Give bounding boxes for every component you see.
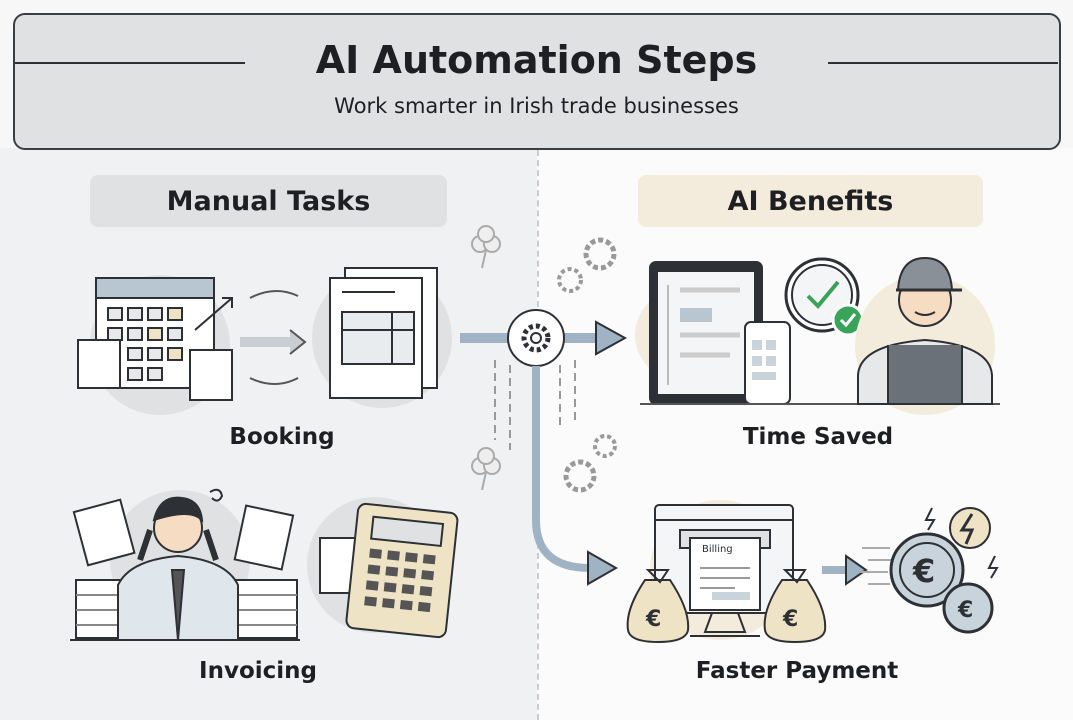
header-banner (13, 13, 1061, 150)
flow-line-down (532, 366, 591, 572)
page-title: AI Automation Steps (315, 38, 758, 82)
lightning-icon (924, 507, 999, 579)
document-icon (312, 267, 452, 408)
time-saved-label: Time Saved (742, 424, 894, 450)
euro-coin-icon (889, 532, 965, 608)
ai-icon-text: Billing € € € € (645, 544, 973, 632)
header-rule-right (828, 62, 1058, 64)
billing-text: Billing (702, 544, 733, 555)
gear-icon (507, 309, 565, 367)
header-rule-left (15, 62, 245, 64)
euro-symbol: € (645, 607, 661, 632)
tablet-icon (635, 261, 1000, 405)
euro-coin-icon (942, 582, 994, 634)
money-bag-icon (763, 569, 827, 644)
euro-symbol: € (957, 598, 973, 623)
shamrock-icon (471, 447, 501, 491)
euro-symbol: € (912, 552, 935, 590)
calculator-icon (307, 497, 459, 639)
worker-avatar (855, 256, 995, 415)
faster-payment-label: Faster Payment (695, 658, 899, 684)
clock-icon (784, 257, 865, 337)
euro-symbol: € (782, 607, 798, 632)
shamrock-icon (471, 225, 501, 269)
gear-icon (557, 237, 617, 493)
stressed-person-icon (70, 488, 300, 641)
arrows-icon (240, 290, 307, 385)
billing-monitor-icon (650, 500, 794, 640)
invoicing-label: Invoicing (199, 658, 317, 684)
booking-label: Booking (229, 424, 335, 450)
calendar-icon (77, 275, 233, 415)
money-bag-icon (626, 569, 690, 644)
ai-benefits-heading: AI Benefits (638, 175, 983, 227)
manual-tasks-heading: Manual Tasks (90, 175, 447, 227)
speed-arrow-icon (822, 547, 892, 586)
page-subtitle: Work smarter in Irish trade businesses (334, 94, 739, 118)
flow-arrow-head (595, 320, 628, 356)
